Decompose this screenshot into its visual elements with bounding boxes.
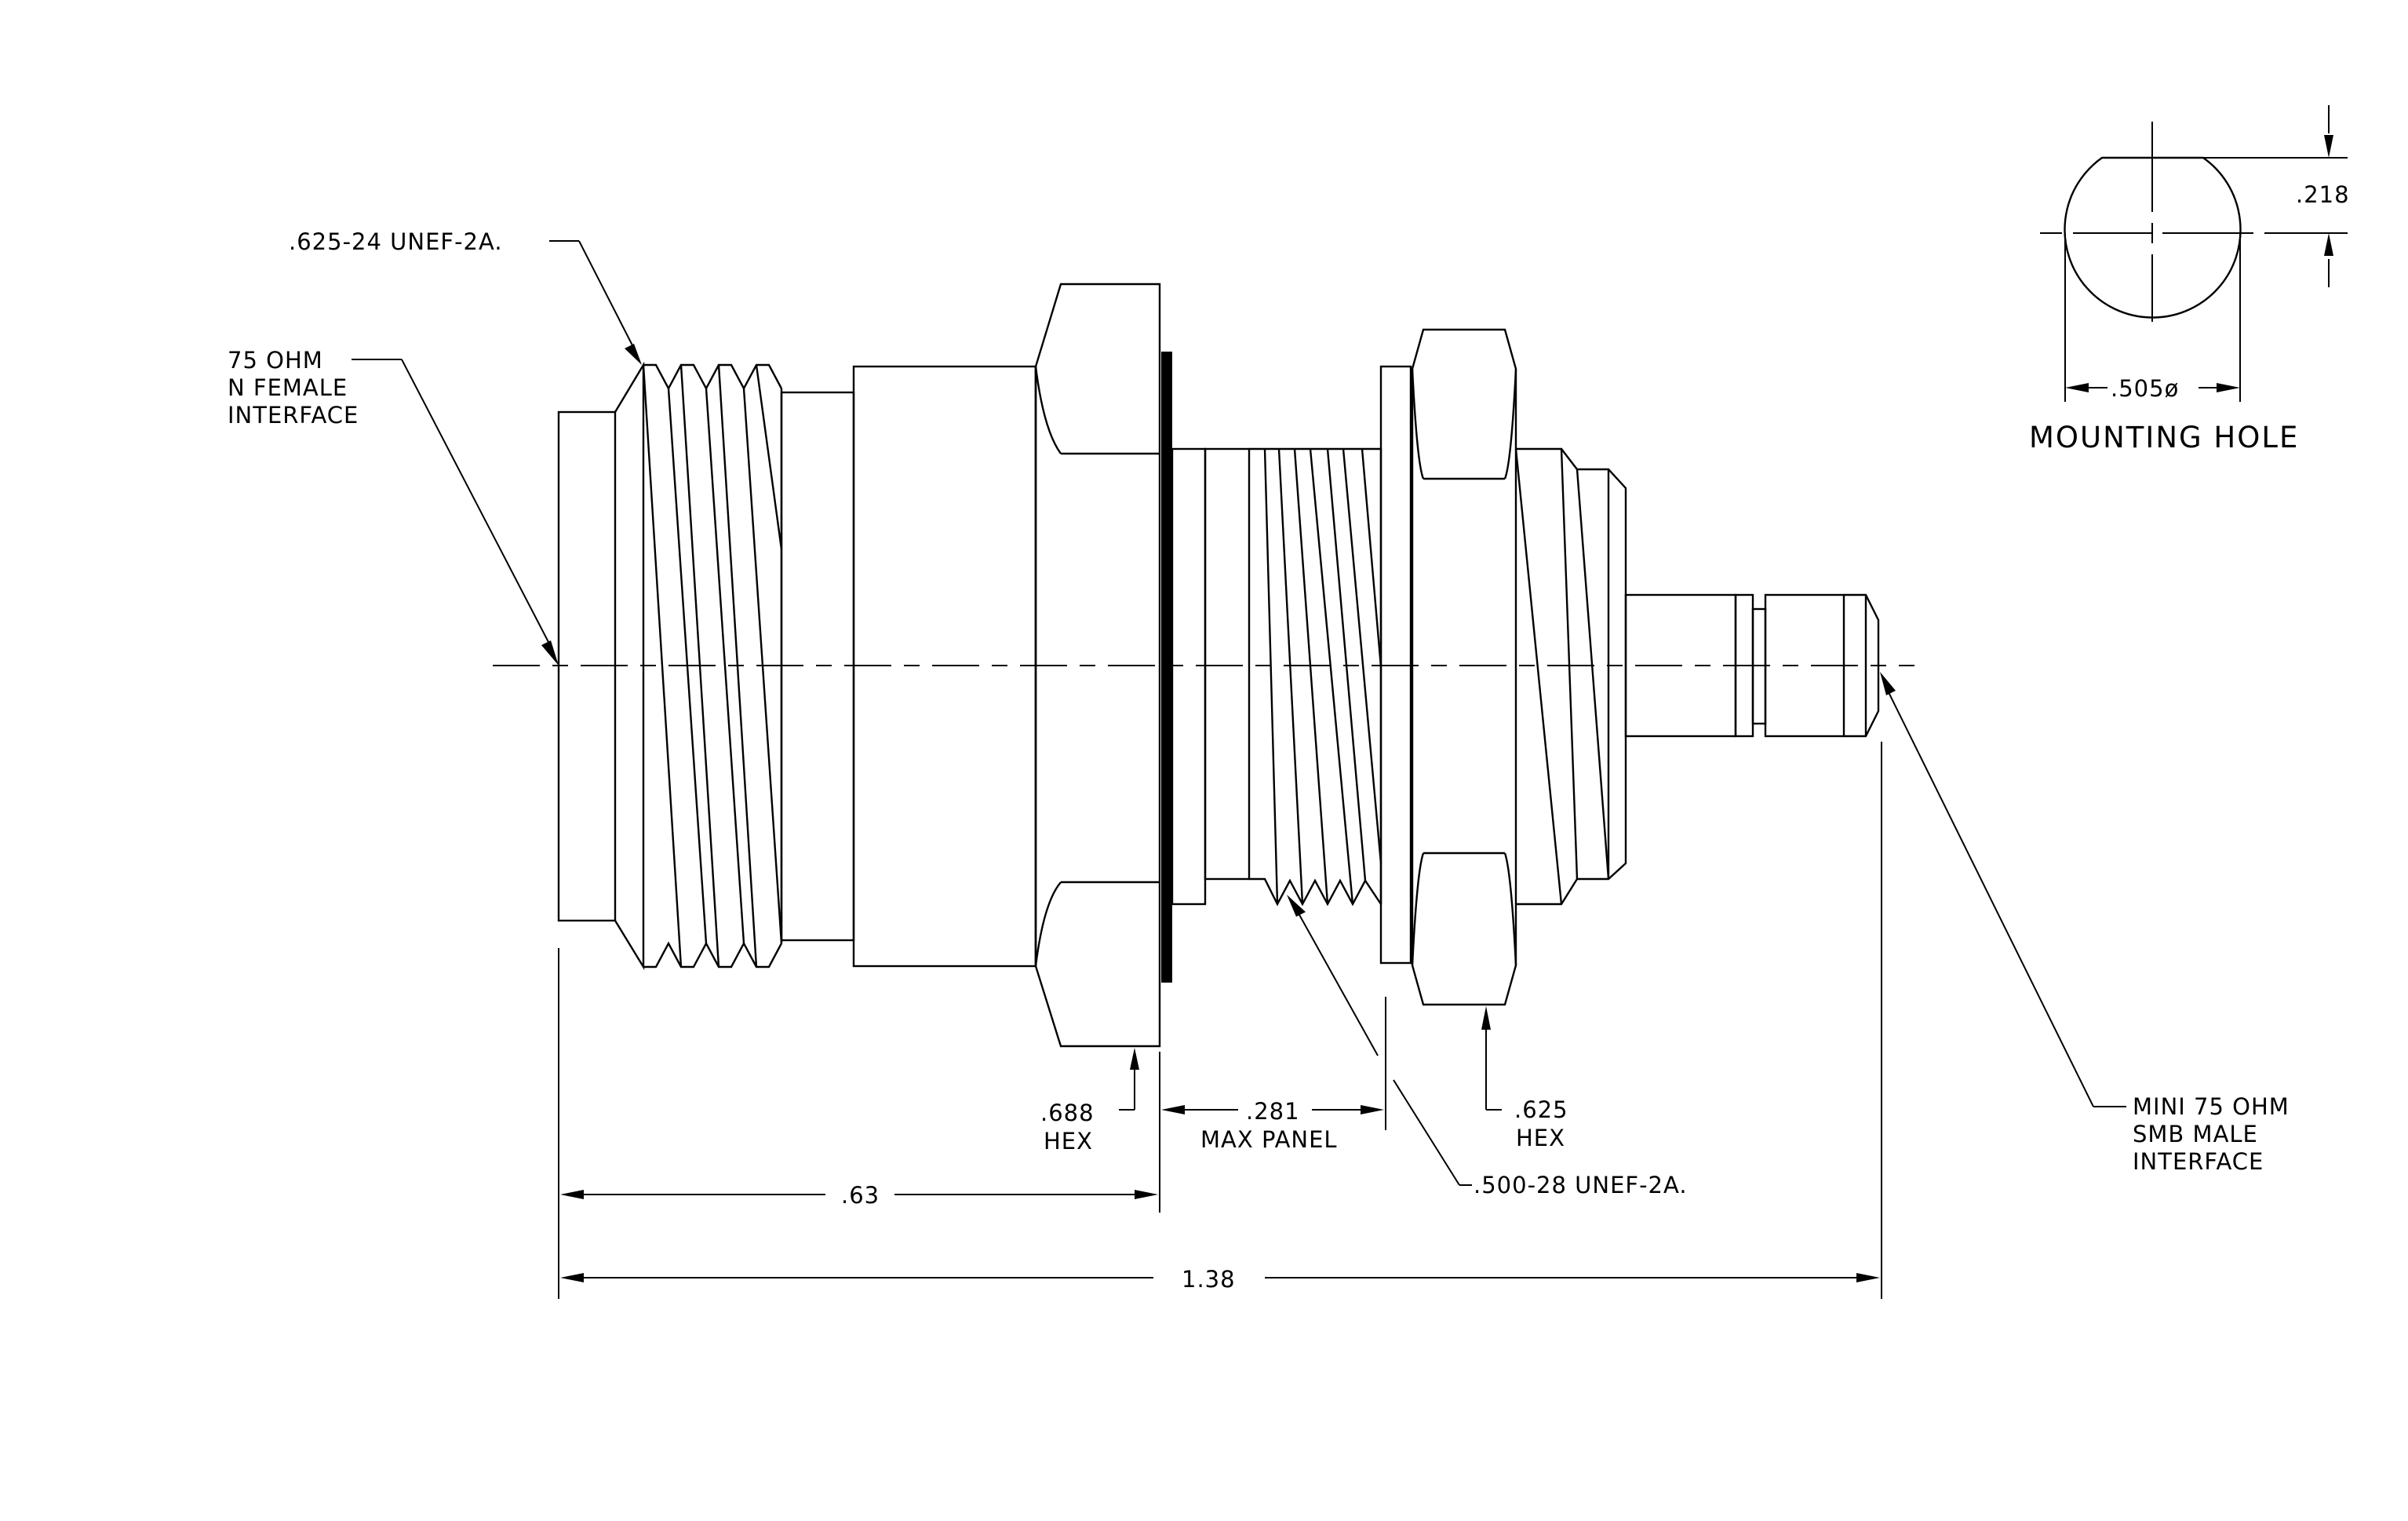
dim-hex-688 [1119,1048,1139,1111]
dim-505-label: .505ø [2111,375,2179,402]
hex688-label-line1: .688 [1040,1100,1095,1126]
leader-thread-bottom [1287,895,1472,1186]
rear-thread [1171,447,1383,906]
thread-top-label: .625-24 UNEF-2A. [289,228,503,255]
leader-n-female [352,359,559,666]
panel-label-line2: MAX PANEL [1200,1126,1338,1153]
smb-label-line2: SMB MALE [2133,1121,2258,1147]
n-female-label-line3: INTERFACE [228,402,359,429]
hex688-label-line2: HEX [1044,1128,1093,1154]
hex625-label-line2: HEX [1516,1125,1565,1151]
mounting-hole-label: MOUNTING HOLE [2029,421,2299,454]
rear-collar [1514,447,1627,906]
leader-smb [1880,672,2126,1107]
hex625-label-line1: .625 [1514,1096,1568,1123]
mounting-hole-view [2040,105,2348,402]
smb-label-line3: INTERFACE [2133,1148,2264,1175]
washer [1379,365,1412,965]
n-female-front-ring [557,361,645,971]
gasket [1161,352,1172,983]
dim-218-label: .218 [2296,181,2350,208]
dim-63 [558,948,1160,1299]
n-female-label-line1: 75 OHM [228,347,323,374]
hex-688 [1034,283,1161,1048]
dim-63-label: .63 [841,1182,880,1209]
dim-138-label: 1.38 [1182,1266,1236,1293]
n-female-label-line2: N FEMALE [228,374,348,401]
thread-bottom-label: .500-28 UNEF-2A. [1474,1172,1688,1198]
hex-nut-625 [1411,328,1517,1006]
leader-thread-top [549,240,642,365]
dim-hex-625 [1481,1006,1502,1111]
smb-male-body [1624,593,1880,738]
smb-label-line1: MINI 75 OHM [2133,1093,2290,1120]
panel-label-line1: .281 [1246,1098,1300,1125]
dim-138 [560,742,1882,1299]
